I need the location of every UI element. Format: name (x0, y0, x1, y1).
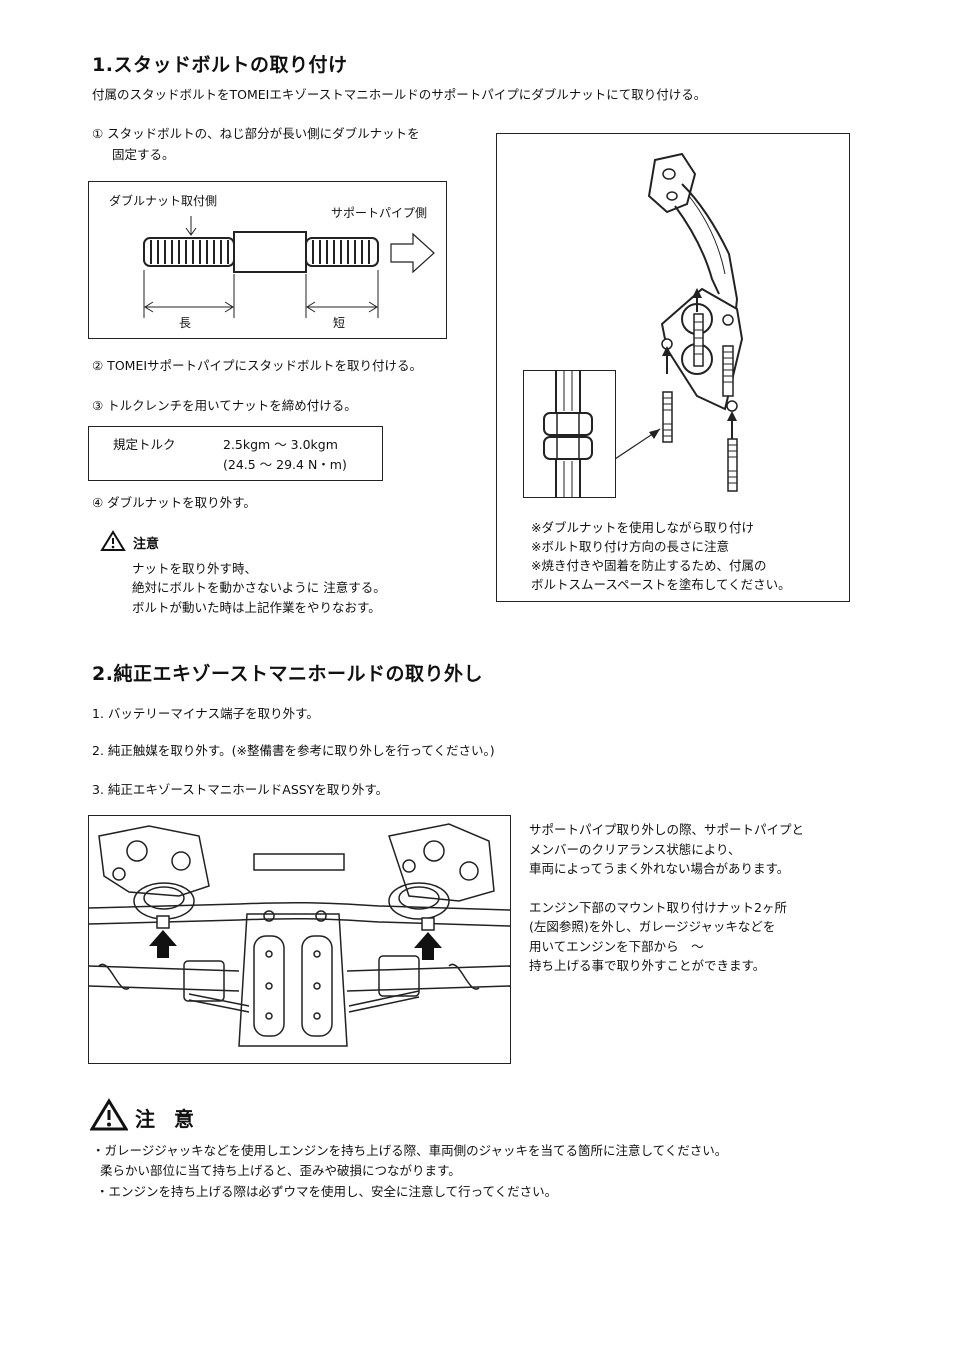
step3: ③ トルクレンチを用いてナットを締め付ける。 (92, 398, 357, 413)
step1-line1: ① スタッドボルトの、ねじ部分が長い側にダブルナットを (92, 126, 420, 141)
side-note-line6: 用いてエンジンを下部から 〜 (529, 939, 704, 954)
warning-icon (100, 530, 126, 551)
label-long: 長 (179, 316, 192, 330)
section2-step2: 2. 純正触媒を取り外す。(※整備書を参考に取り外しを行ってください。) (92, 743, 495, 758)
bottom-caution-line2: 柔らかい部位に当て持ち上げると、歪みや破損につながります。 (100, 1163, 461, 1178)
double-nut-drawing (543, 371, 593, 497)
stud-bolt-figure: ダブルナット取付側 サポートパイプ側 (88, 181, 447, 339)
bottom-caution-line3: ・エンジンを持ち上げる際は必ずウマを使用し、安全に注意して行ってください。 (96, 1184, 558, 1199)
torque-label: 規定トルク (113, 437, 176, 452)
step1-line2: 固定する。 (112, 147, 175, 162)
side-note-line1: サポートパイプ取り外しの際、サポートパイプと (529, 822, 805, 837)
bottom-caution-line1: ・ガレージジャッキなどを使用しエンジンを持ち上げる際、車両側のジャッキを当てる箇… (92, 1143, 728, 1158)
engine-mount-drawing (89, 823, 510, 1047)
side-note-line2: メンバーのクリアランス状態により、 (529, 842, 741, 857)
engine-mount-figure (88, 815, 511, 1064)
section1-intro: 付属のスタッドボルトをTOMEIエキゾーストマニホールドのサポートパイプにダブル… (92, 87, 707, 102)
side-note-line5: (左図参照)を外し、ガレージジャッキなどを (529, 919, 776, 934)
step4: ④ ダブルナットを取り外す。 (92, 495, 256, 510)
caution-line3: ボルトが動いた時は上記作業をやりなおす。 (132, 600, 381, 615)
caution-title: 注意 (133, 537, 160, 552)
warning-icon-large (90, 1098, 128, 1131)
pipe-note-line1: ※ダブルナットを使用しながら取り付け (531, 520, 754, 535)
caution-line2: 絶対にボルトを動かさないように 注意する。 (132, 580, 386, 595)
stud-bolt-drawing (143, 216, 435, 318)
side-note-line4: エンジン下部のマウント取り付けナット2ヶ所 (529, 900, 787, 915)
section2-step3: 3. 純正エキゾーストマニホールドASSYを取り外す。 (92, 782, 389, 797)
side-note-line7: 持ち上げる事で取り外すことができます。 (529, 958, 766, 973)
label-nut-side: ダブルナット取付側 (109, 194, 218, 208)
side-note-line3: 車両によってうまく外れない場合があります。 (529, 861, 790, 876)
torque-value-nm: (24.5 〜 29.4 N・m) (223, 457, 347, 472)
step2: ② TOMEIサポートパイプにスタッドボルトを取り付ける。 (92, 358, 423, 373)
support-pipe-figure: ※ダブルナットを使用しながら取り付け ※ボルト取り付け方向の長さに注意 ※焼き付… (496, 133, 850, 602)
pipe-note-line2: ※ボルト取り付け方向の長さに注意 (531, 539, 729, 554)
torque-box: 規定トルク 2.5kgm 〜 3.0kgm (24.5 〜 29.4 N・m) (88, 426, 383, 481)
pipe-note-line4: ボルトスムースペーストを塗布してください。 (531, 577, 791, 592)
section2-step1: 1. バッテリーマイナス端子を取り外す。 (92, 706, 319, 721)
bottom-caution-title: 注 意 (135, 1107, 200, 1131)
section1-title: 1.スタッドボルトの取り付け (92, 54, 348, 76)
pipe-note-line3: ※焼き付きや固着を防止するため、付属の (531, 558, 767, 573)
label-pipe-side: サポートパイプ側 (331, 206, 428, 220)
double-nut-inset (523, 370, 616, 498)
support-pipe-drawing (614, 152, 744, 492)
torque-value-kgm: 2.5kgm 〜 3.0kgm (223, 437, 338, 452)
caution-line1: ナットを取り外す時、 (132, 561, 258, 576)
label-short: 短 (333, 316, 346, 330)
section2-title: 2.純正エキゾーストマニホールドの取り外し (92, 663, 483, 685)
